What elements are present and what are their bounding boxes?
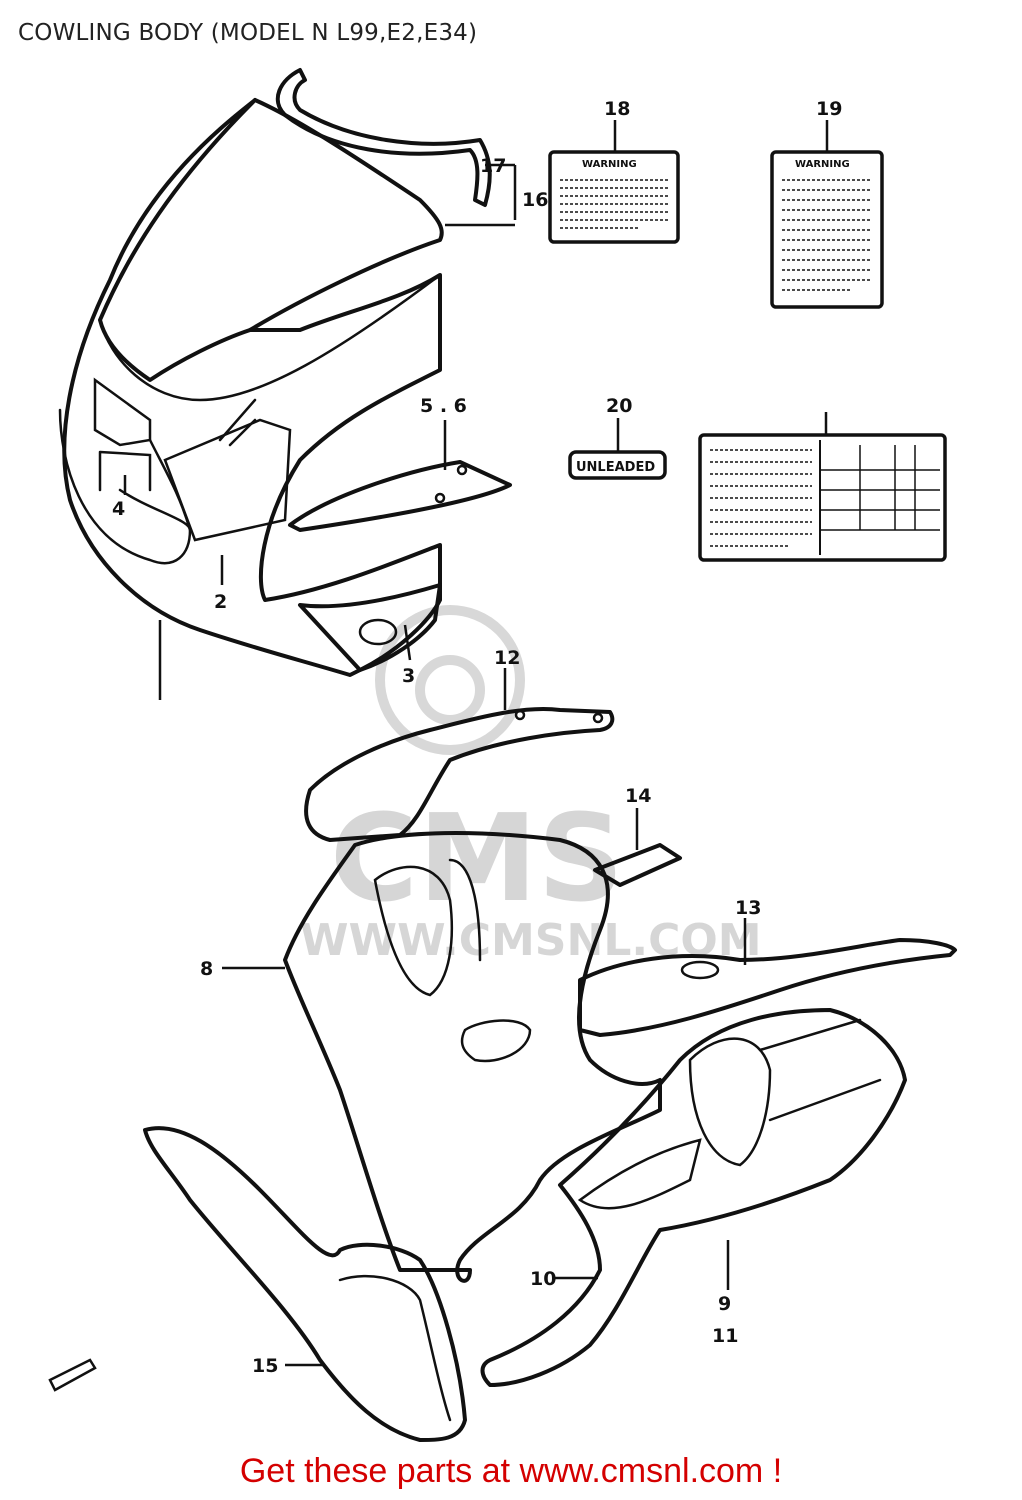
callout-12: 13 [735,897,761,919]
callout-15: 16 [522,189,548,211]
info-label-part-20[interactable] [698,412,947,562]
callout-8: 9 [718,1293,731,1315]
cms-watermark: CMS WWW.CMSNL.COM [300,605,762,966]
callout-4: 4 [112,498,125,520]
callout-5-6: 5 . 6 [420,395,467,417]
unleaded-label-text: UNLEADED [576,460,655,475]
callout-2: 2 [214,591,227,613]
side-cowling-part-7[interactable]: 8 [200,831,662,1283]
pad-part-13[interactable]: 14 [593,785,682,887]
callout-19: 20 [606,395,632,417]
callout-13: 14 [625,785,651,807]
callout-10: 11 [712,1325,738,1347]
callout-11: 12 [494,647,520,669]
lower-cowling-part-9[interactable]: 10 9 11 [480,1008,907,1387]
unleaded-label-part-19[interactable]: UNLEADED 20 [568,395,667,480]
cowling-panel-part-2[interactable]: 2 [214,555,227,613]
screen-trim-part-15-16[interactable]: 17 16 [275,68,549,227]
upper-cowling-part-1[interactable]: 4 [58,98,444,700]
cowling-cover-part-3[interactable]: 3 [298,583,442,687]
callout-18: 19 [816,98,842,120]
warning-label-part-18[interactable]: WARNING 19 [770,98,884,309]
warning-label-17-title: WARNING [582,159,637,170]
callout-14: 15 [252,1355,278,1377]
footer-link[interactable]: Get these parts at www.cmsnl.com ! [239,1452,783,1490]
lower-side-panel-part-14[interactable]: 15 [48,1126,467,1442]
watermark-url: WWW.CMSNL.COM [300,915,762,966]
callout-16: 17 [480,155,506,177]
callout-17: 18 [604,98,630,120]
callout-9: 10 [530,1268,556,1290]
page-title: COWLING BODY (MODEL N L99,E2,E34) [18,20,478,46]
inner-panel-part-5-6[interactable]: 5 . 6 [288,395,512,532]
side-cover-part-12[interactable]: 13 [578,897,957,1037]
callout-3: 3 [402,665,415,687]
callout-7: 8 [200,958,213,980]
warning-label-18-title: WARNING [795,159,850,170]
warning-label-part-17[interactable]: WARNING 18 [548,98,680,244]
